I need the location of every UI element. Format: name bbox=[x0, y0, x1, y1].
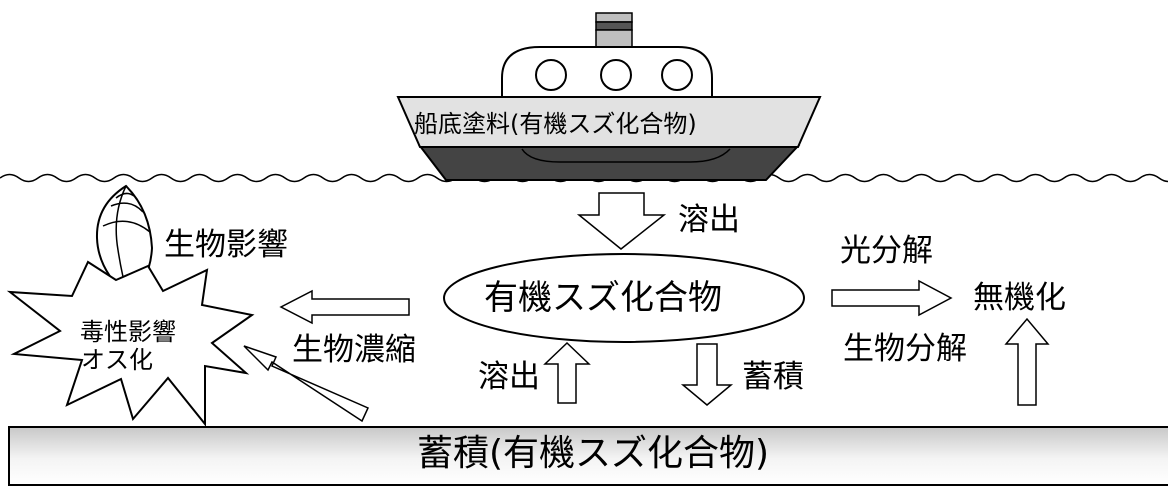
porthole-3 bbox=[661, 59, 693, 91]
sediment-label: 蓄積(有機スズ化合物) bbox=[416, 433, 770, 474]
mineralization-label: 無機化 bbox=[973, 280, 1066, 316]
mineralization-up-arrow bbox=[1004, 317, 1050, 406]
ship-icon bbox=[396, 12, 822, 181]
ship-keel bbox=[521, 148, 731, 163]
photolysis-arrow bbox=[831, 279, 953, 317]
accumulate-down-label: 蓄積 bbox=[742, 359, 804, 395]
porthole-1 bbox=[535, 59, 567, 91]
leach-up-arrow bbox=[543, 341, 591, 404]
porthole-2 bbox=[600, 59, 632, 91]
accumulate-down-arrow bbox=[680, 343, 734, 406]
ship-funnel-bottom bbox=[595, 29, 633, 48]
sediment-layer: 蓄積(有機スズ化合物) bbox=[8, 426, 1168, 486]
leach-from-ship-label: 溶出 bbox=[678, 202, 740, 238]
photolysis-label: 光分解 bbox=[840, 233, 933, 269]
toxic-effect-label: 毒性影響 bbox=[80, 318, 176, 346]
center-label: 有機スズ化合物 bbox=[484, 278, 722, 318]
bioconcentration-arrow bbox=[279, 289, 410, 325]
ship-funnel-top bbox=[595, 12, 633, 23]
leach-down-arrow bbox=[576, 192, 667, 250]
diagonal-arrow bbox=[243, 345, 370, 423]
toxic-starburst bbox=[6, 260, 255, 427]
center-ellipse bbox=[443, 253, 805, 343]
ship-hull bbox=[396, 96, 822, 148]
ship-label: 船底塗料(有機スズ化合物) bbox=[414, 110, 697, 138]
masculinization-label: オス化 bbox=[81, 346, 153, 374]
bioconcentration-label: 生物濃縮 bbox=[292, 332, 416, 368]
leach-from-sediment-label: 溶出 bbox=[478, 359, 540, 395]
ship-funnel-band bbox=[595, 21, 633, 31]
biodegradation-label: 生物分解 bbox=[843, 331, 967, 367]
biological-effect-label: 生物影響 bbox=[164, 227, 288, 263]
ship-bottom-paint bbox=[417, 145, 801, 181]
